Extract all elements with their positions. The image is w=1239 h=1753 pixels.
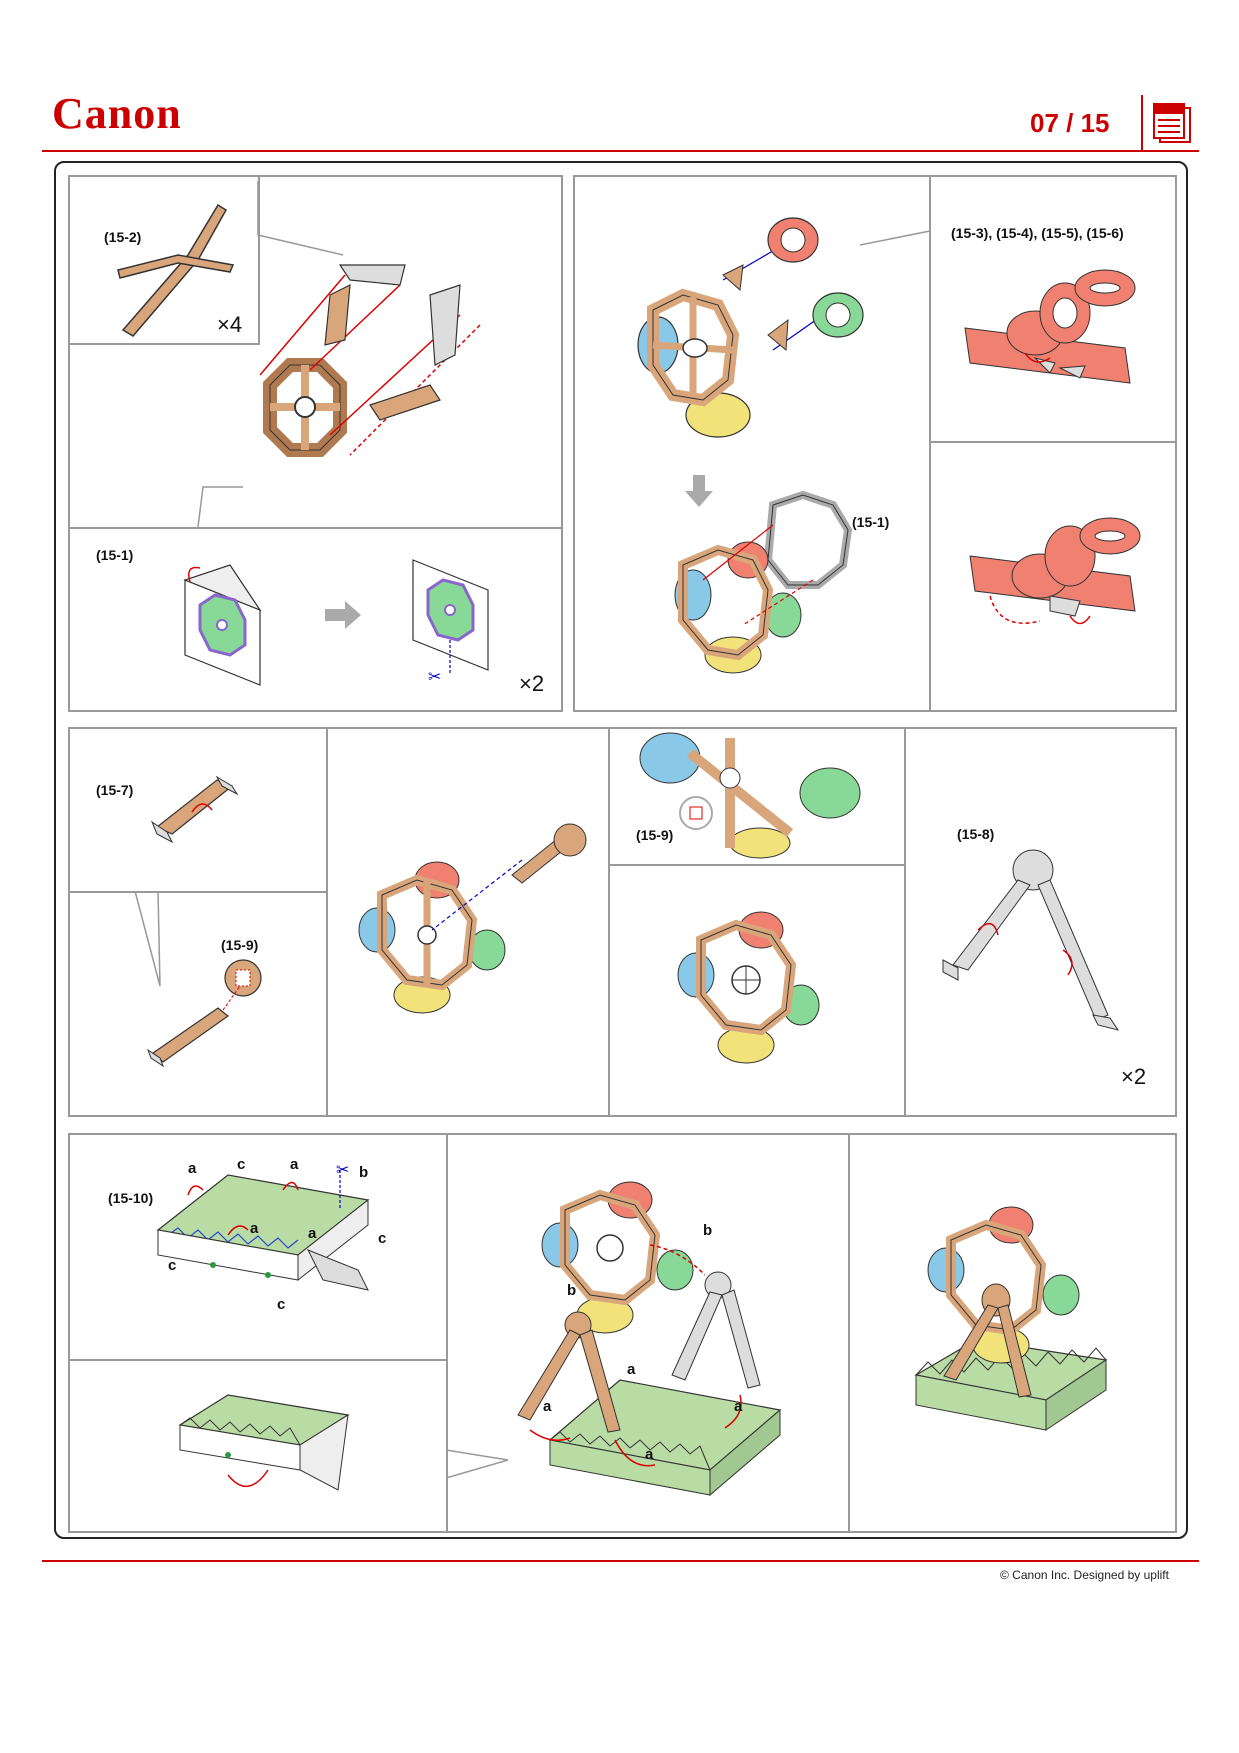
sub-divider [68,527,563,529]
header-rule [42,150,1199,152]
label-c: c [168,1257,177,1274]
canon-logo: Canon [52,89,182,138]
part-label: (15-1) [852,514,890,530]
part-label: (15-8) [957,826,995,842]
scissors-icon: ✂ [428,669,442,686]
label-c: c [378,1230,387,1247]
callout-pointer [445,1449,509,1479]
quantity-label: ×4 [217,312,243,337]
document-stack-icon[interactable] [1148,100,1192,149]
page-number: 07 / 15 [1030,108,1110,138]
copyright-text: © Canon Inc. Designed by uplift [1000,1568,1169,1582]
sub-divider [929,175,931,712]
sub-divider [608,727,610,1117]
callout-pointer [134,890,161,987]
part-label: (15-9) [636,827,674,843]
footer-rule [42,1560,1199,1562]
callout-pointer [859,195,931,246]
completed-ferris-wheel-illustration [914,1206,1108,1431]
quantity-label: ×2 [1121,1064,1147,1089]
wheel-with-side-illustration [674,490,853,674]
down-arrow-icon [685,475,713,507]
label-a: a [645,1446,654,1463]
wheel-axle-complete-illustration [677,911,820,1064]
label-a: a [290,1156,299,1173]
base-fold-illustration [156,1170,370,1291]
label-a: a [734,1398,743,1415]
part-label: (15-2) [104,229,142,245]
sub-divider [326,727,328,1117]
sub-divider [848,1133,850,1533]
label-a: a [627,1361,636,1378]
label-b: b [359,1164,369,1181]
wheel-with-cars-illustration [637,217,864,438]
gondola-assembled-illustration [969,517,1141,625]
axle-with-cap-illustration [146,959,262,1068]
cutout-sheet-illustration [412,559,489,675]
sub-divider [68,343,258,345]
part-label: (15-3), (15-4), (15-5), (15-6) [951,225,1124,241]
wheel-axle-insert-illustration [358,823,587,1014]
label-b: b [703,1222,713,1239]
cross-arm-illustration [117,203,235,337]
axle-piece-illustration [150,775,239,844]
label-c: c [277,1296,286,1313]
sub-divider [608,864,904,866]
support-leg-illustration [942,849,1120,1031]
sub-divider [446,1133,448,1533]
step-frame [54,161,1188,1539]
quantity-label: ×2 [519,671,545,696]
label-a: a [250,1220,259,1237]
label-a: a [543,1398,552,1415]
sub-divider [68,891,326,893]
gondola-fold-illustration [964,269,1136,384]
part-label: (15-1) [96,547,134,563]
next-step-arrow-icon [325,601,361,629]
part-label: (15-7) [96,782,134,798]
label-a: a [188,1160,197,1177]
sub-divider [258,175,260,345]
header-divider [1141,95,1143,150]
sub-divider [904,727,906,1117]
base-box-illustration [178,1394,350,1491]
part-label: (15-10) [108,1190,154,1206]
label-b: b [567,1282,577,1299]
callout-pointer [197,181,344,528]
part-label: (15-9) [221,937,259,953]
sub-divider [929,441,1177,443]
scissors-icon: ✂ [336,1162,350,1179]
fold-sheet-illustration [183,564,262,686]
ferris-wheel-on-base-illustration [517,1181,782,1497]
wheel-closeup-illustration [639,732,861,859]
wheel-assembly-illustration [259,264,481,457]
sub-divider [68,1359,446,1361]
label-c: c [237,1156,246,1173]
label-a: a [308,1225,317,1242]
